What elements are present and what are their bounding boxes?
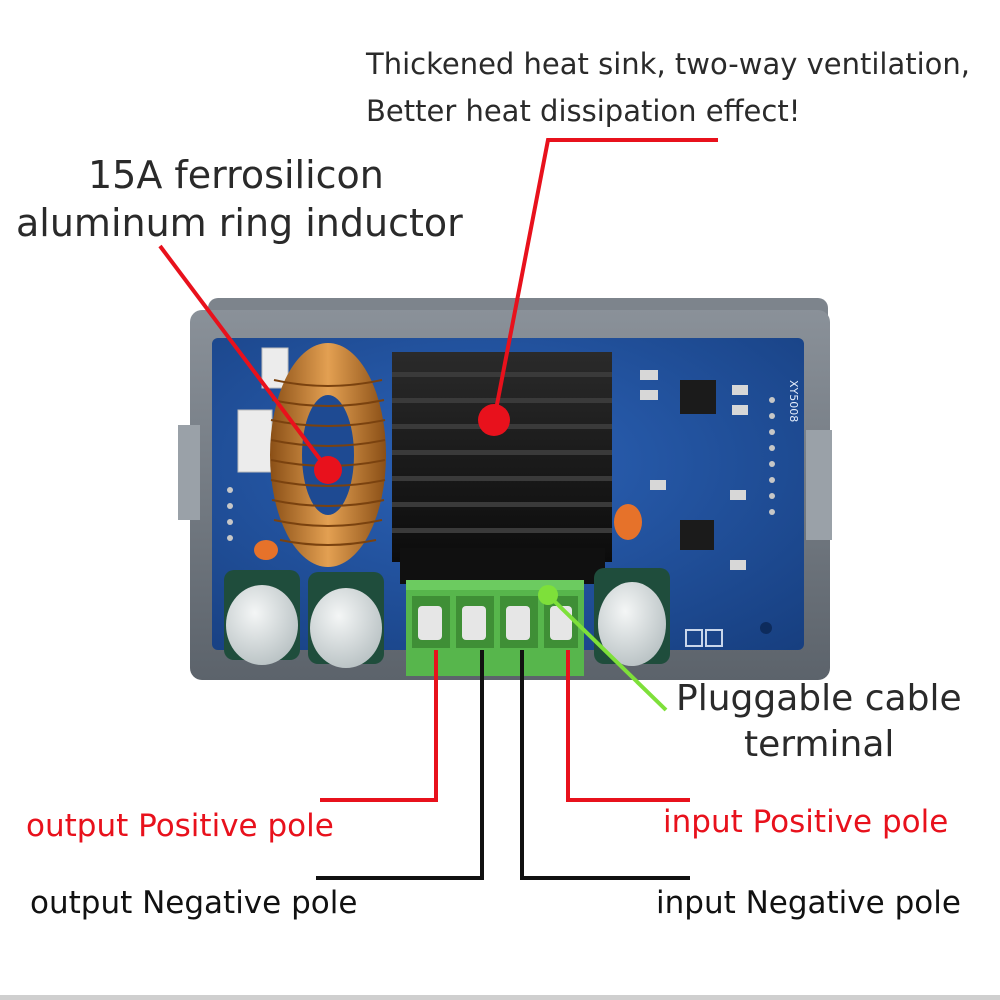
terminal-callout-line [546, 593, 668, 712]
board-model-mark: XY5008 [787, 380, 800, 422]
inductor-callout-dot [314, 456, 342, 484]
orange-capacitor [614, 504, 642, 540]
electrolytic-capacitor-left-2 [308, 572, 384, 668]
output-negative-wire [316, 650, 484, 880]
bottom-divider [0, 995, 1000, 1000]
input-negative-wire [520, 650, 690, 880]
terminal-block [406, 580, 584, 676]
heatsink-callout-line [492, 138, 718, 421]
orange-capacitor [254, 540, 278, 560]
terminal-callout-dot [538, 585, 558, 605]
toroid-inductor [270, 343, 386, 567]
output-positive-wire [320, 650, 438, 802]
inductor-label-line-1: 15A ferrosilicon [88, 153, 384, 197]
terminal-label-line-2: terminal [744, 724, 895, 765]
heatsink-label-line-1: Thickened heat sink, two-way ventilation… [366, 47, 971, 81]
input-negative-label: input Negative pole [656, 885, 961, 921]
electrolytic-capacitor-left-1 [224, 570, 300, 665]
output-negative-label: output Negative pole [30, 885, 358, 921]
input-positive-wire [566, 650, 690, 802]
electrolytic-capacitor-right [594, 568, 670, 666]
inductor-label-line-2: aluminum ring inductor [16, 201, 463, 245]
heatsink-label-line-2: Better heat dissipation effect! [366, 94, 801, 128]
inductor-callout-line [158, 244, 330, 472]
heatsink-callout-dot [478, 404, 510, 436]
output-positive-label: output Positive pole [26, 808, 334, 844]
terminal-label-line-1: Pluggable cable [676, 678, 962, 719]
input-positive-label: input Positive pole [663, 804, 949, 840]
